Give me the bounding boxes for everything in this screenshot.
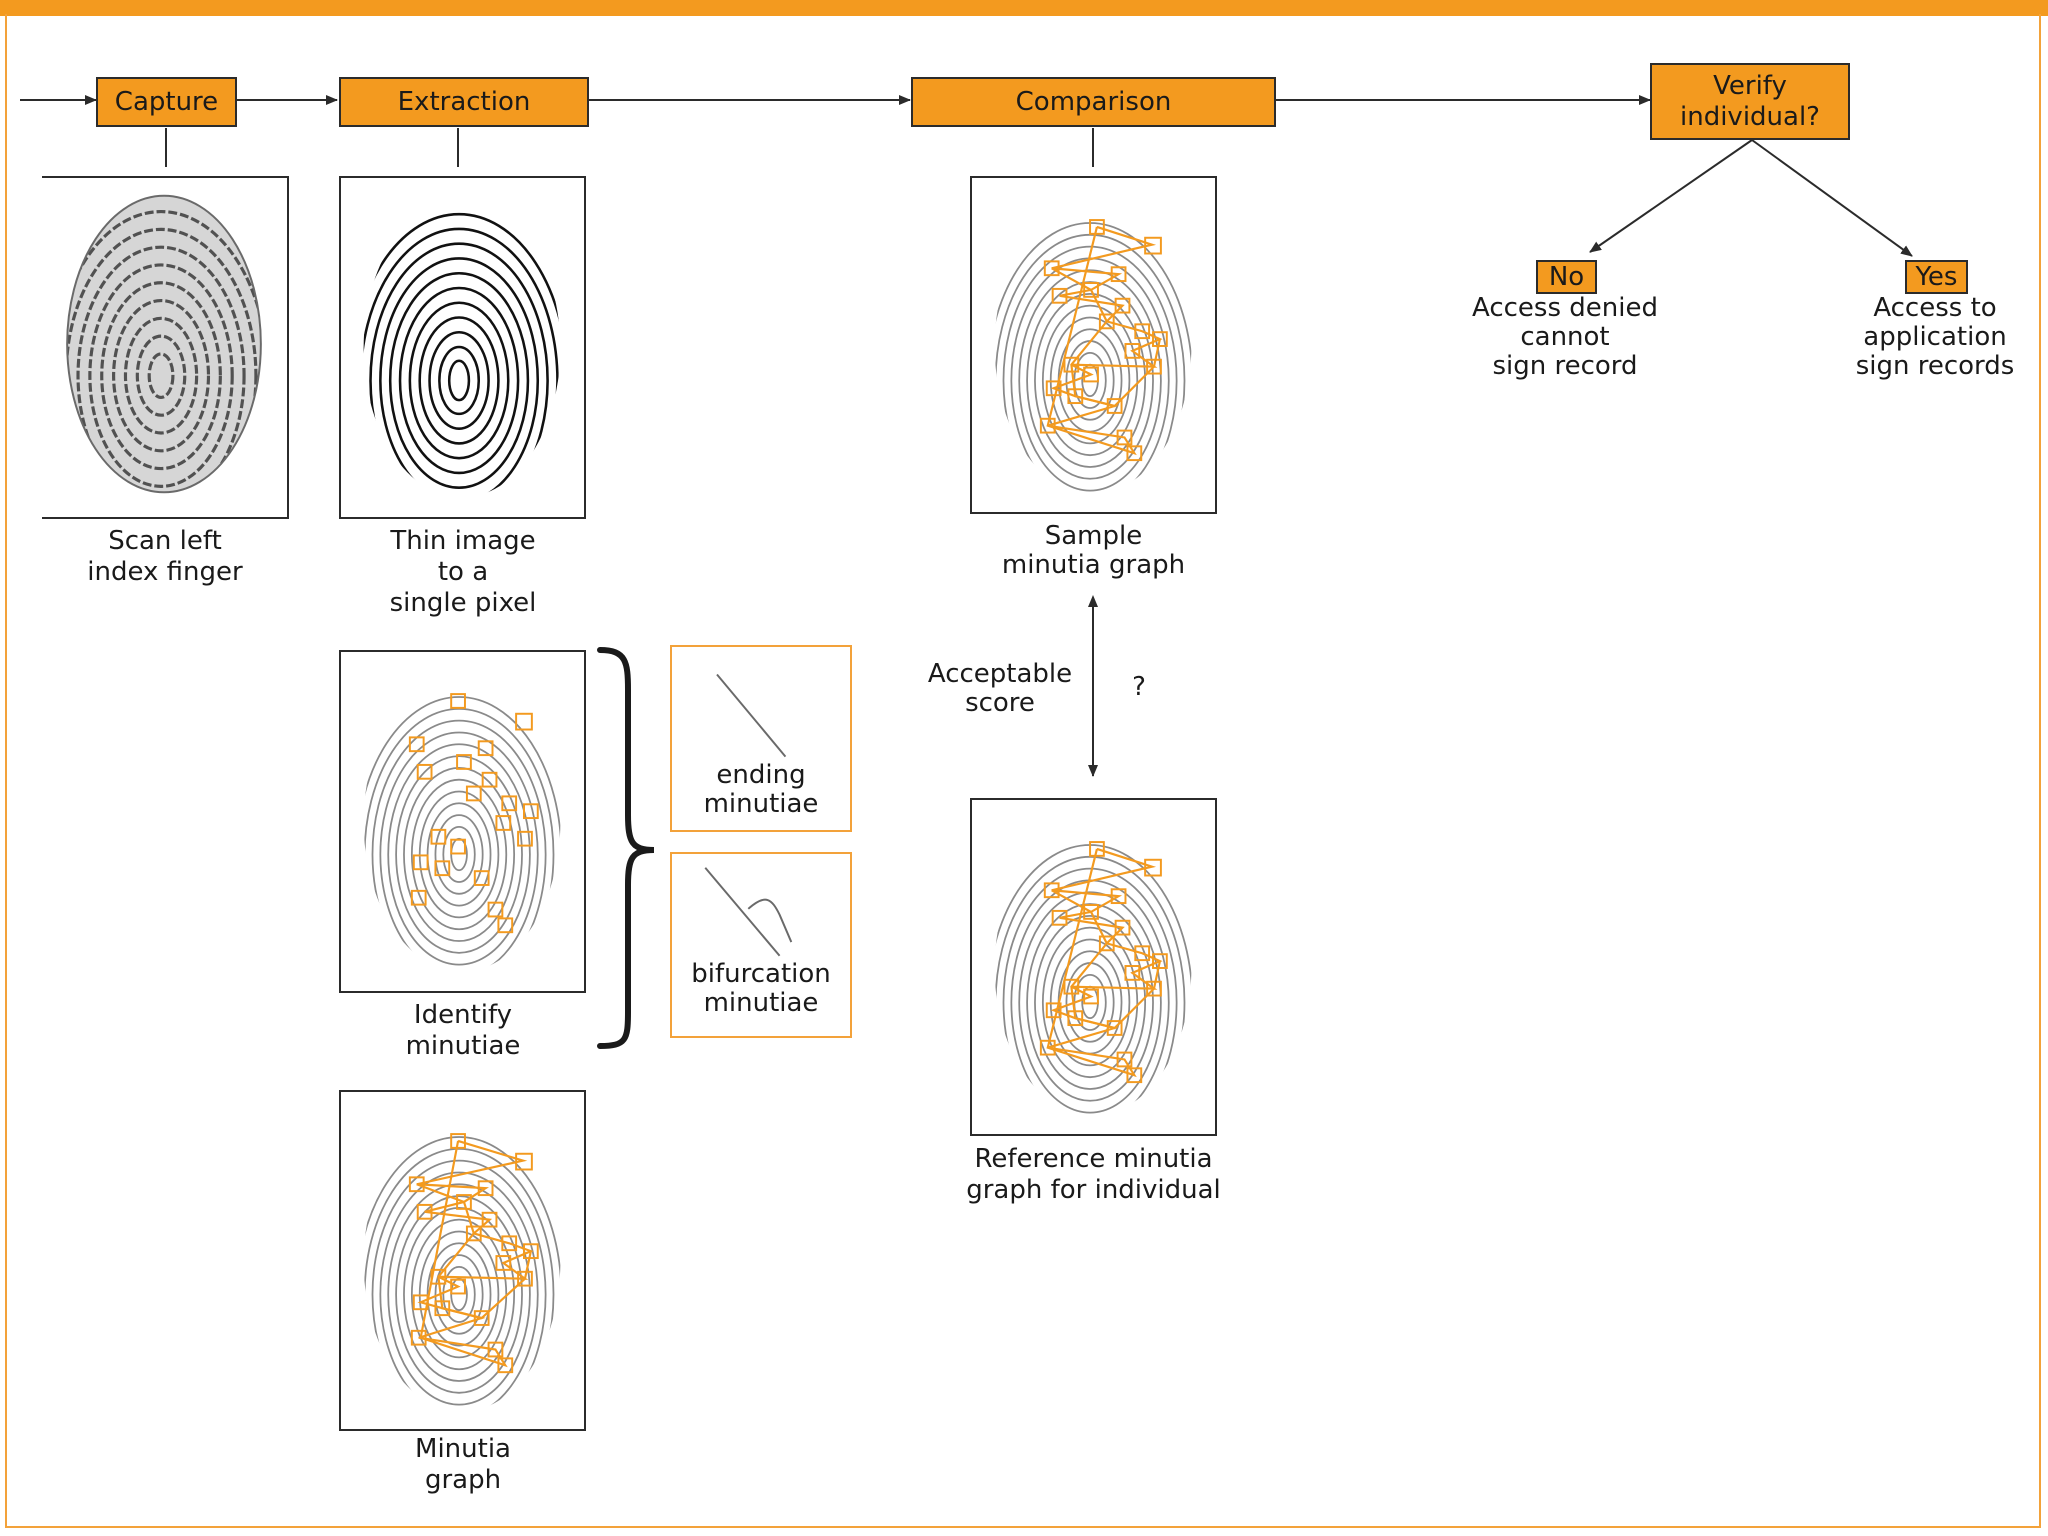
extraction-step: Extraction <box>339 77 589 127</box>
graph-caption: Minutia graph <box>415 1434 511 1495</box>
bifurcation-caption: bifurcation minutiae <box>691 959 831 1018</box>
yes-tag: Yes <box>1905 260 1968 294</box>
acceptable-score-label: Acceptable score <box>927 659 1073 718</box>
extraction-label: Extraction <box>397 86 531 117</box>
reference-caption: Reference minutia graph for individual <box>966 1144 1221 1205</box>
reference-fingerprint-graph-icon <box>994 841 1192 1116</box>
frame-border <box>5 14 2041 1528</box>
identify-image-panel <box>339 650 586 993</box>
bifurcation-minutia-lines <box>704 867 793 957</box>
scan-caption: Scan left index finger <box>87 526 243 587</box>
sample-graph-panel <box>970 176 1217 514</box>
yes-tag-label: Yes <box>1915 262 1958 292</box>
curly-brace-icon <box>597 647 655 1049</box>
top-accent-bar <box>0 0 2048 16</box>
ending-caption: ending minutiae <box>703 760 819 819</box>
bifurcation-minutiae-box: bifurcation minutiae <box>670 852 852 1038</box>
sample-caption: Sample minutia graph <box>1001 521 1186 580</box>
minutia-graph-panel <box>339 1090 586 1431</box>
yes-outcome-text: Access to application sign records <box>1855 293 2015 381</box>
fingerprint-raw-icon <box>66 194 262 494</box>
thin-caption: Thin image to a single pixel <box>389 526 537 618</box>
reference-graph-panel <box>970 798 1217 1136</box>
scan-image-panel <box>42 176 289 519</box>
ending-minutia-line <box>716 673 787 758</box>
verify-label: Verify individual? <box>1680 70 1820 132</box>
verify-decision: Verify individual? <box>1650 63 1850 140</box>
no-tag: No <box>1536 260 1597 294</box>
capture-label: Capture <box>114 86 219 117</box>
arrow-verify-no <box>1589 139 1753 253</box>
no-outcome-text: Access denied cannot sign record <box>1472 293 1658 381</box>
question-mark: ? <box>1132 672 1146 702</box>
thin-image-panel <box>339 176 586 519</box>
identify-caption: Identify minutiae <box>405 1000 521 1061</box>
arrow-verify-yes <box>1751 139 1913 257</box>
capture-step: Capture <box>96 77 237 127</box>
comparison-label: Comparison <box>1015 86 1172 117</box>
sample-fingerprint-graph-icon <box>994 219 1192 494</box>
no-tag-label: No <box>1548 262 1585 292</box>
fingerprint-thinned-icon <box>363 212 561 498</box>
fingerprint-minutiae-icon <box>363 693 561 972</box>
fingerprint-graph-icon <box>363 1133 561 1412</box>
comparison-step: Comparison <box>911 77 1276 127</box>
ending-minutiae-box: ending minutiae <box>670 645 852 832</box>
